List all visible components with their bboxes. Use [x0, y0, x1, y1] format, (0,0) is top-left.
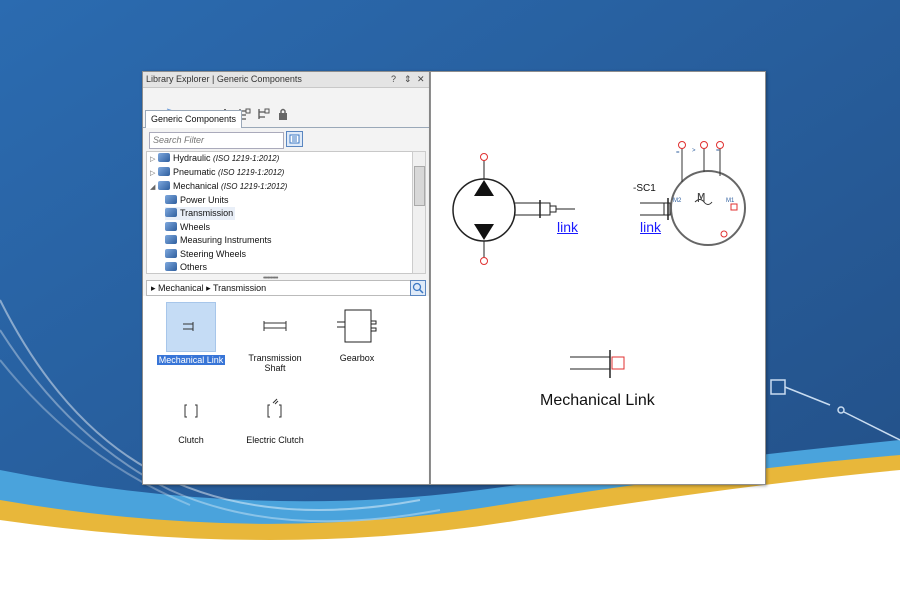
tree-item-measuring-instruments[interactable]: Measuring Instruments — [165, 234, 272, 247]
clutch-thumbnail — [167, 392, 215, 432]
transmission-shaft-symbol-icon — [263, 321, 287, 331]
tree-item-pneumatic[interactable]: ▷Pneumatic (ISO 1219-1:2012) — [150, 166, 284, 179]
panel-titlebar: Library Explorer | Generic Components ? … — [143, 72, 429, 88]
book-icon — [158, 181, 170, 190]
library-explorer-panel: Library Explorer | Generic Components ? … — [142, 71, 430, 485]
tree-item-power-units[interactable]: Power Units — [165, 194, 229, 207]
book-icon — [165, 222, 177, 231]
tree-item-wheels[interactable]: Wheels — [165, 221, 210, 234]
component-transmission-shaft[interactable]: Transmission Shaft — [235, 302, 315, 373]
transmission-shaft-thumbnail — [251, 302, 299, 350]
clutch-symbol-icon — [184, 404, 198, 418]
mechanical-link-caption: Mechanical Link — [540, 392, 655, 409]
schematic-drawing: = > = — [452, 141, 746, 378]
motor-letter: M — [697, 191, 706, 207]
chevron-right-icon[interactable]: ▸ — [151, 283, 156, 293]
link-left[interactable]: link — [557, 219, 579, 235]
chevron-right-icon[interactable]: ▸ — [206, 283, 211, 293]
tree-item-mechanical[interactable]: ◢Mechanical (ISO 1219-1:2012) — [150, 180, 287, 193]
scrollbar-thumb[interactable] — [414, 166, 425, 206]
tree-item-hydraulic[interactable]: ▷Hydraulic (ISO 1219-1:2012) — [150, 152, 279, 165]
splitter-grip[interactable]: •••••••••• — [263, 275, 278, 282]
library-tree: ▷Hydraulic (ISO 1219-1:2012) ▷Pneumatic … — [146, 151, 414, 274]
book-icon — [165, 262, 177, 271]
port-m1[interactable] — [730, 203, 738, 211]
gearbox-symbol-icon — [337, 309, 377, 343]
tree-scrollbar[interactable] — [412, 151, 426, 274]
hydraulic-motor-symbol[interactable] — [452, 153, 575, 265]
gearbox-thumbnail — [333, 302, 381, 350]
electric-clutch-thumbnail — [251, 392, 299, 432]
lock-icon[interactable] — [276, 107, 290, 121]
chevron-down-icon[interactable]: ◢ — [150, 184, 156, 191]
electric-clutch-symbol-icon — [267, 398, 282, 418]
tree-item-transmission[interactable]: Transmission — [165, 207, 236, 220]
tree-item-steering-wheels[interactable]: Steering Wheels — [165, 248, 246, 261]
motor-terminal-3[interactable] — [716, 141, 724, 149]
book-open-icon — [165, 208, 177, 217]
close-icon[interactable]: ✕ — [417, 74, 425, 84]
component-gallery: Mechanical Link Transmission Shaft Gearb… — [143, 296, 429, 484]
link-right[interactable]: link — [640, 219, 662, 235]
tab-generic-components[interactable]: Generic Components — [145, 110, 243, 128]
port-label-m2: M2 — [673, 198, 682, 204]
component-gearbox[interactable]: Gearbox — [317, 302, 397, 363]
svg-text:>: > — [692, 148, 696, 154]
tree-collapse-icon[interactable] — [257, 107, 271, 121]
electric-motor-symbol[interactable]: = > = — [640, 141, 746, 246]
port-bottom[interactable] — [480, 257, 488, 265]
chevron-right-icon[interactable]: ▷ — [150, 170, 156, 177]
book-icon — [158, 167, 170, 176]
motor-terminal-2[interactable] — [700, 141, 708, 149]
panel-title: Library Explorer | Generic Components — [146, 74, 302, 84]
mechanical-link-thumbnail — [166, 302, 216, 352]
drawing-canvas[interactable] — [430, 71, 766, 485]
help-icon[interactable]: ? — [391, 74, 397, 84]
chevron-right-icon[interactable]: ▷ — [150, 156, 156, 163]
book-icon — [165, 249, 177, 258]
book-icon — [158, 153, 170, 162]
library-toolbar — [143, 88, 429, 120]
motor-terminal-1[interactable] — [678, 141, 686, 149]
book-icon — [165, 235, 177, 244]
tree-item-others[interactable]: Others — [165, 261, 207, 273]
svg-text:=: = — [716, 148, 720, 154]
component-electric-clutch[interactable]: Electric Clutch — [235, 392, 315, 445]
search-icon[interactable] — [410, 280, 426, 296]
pin-icon[interactable]: ⇕ — [404, 74, 412, 84]
breadcrumb: ▸ Mechanical ▸ Transmission — [146, 280, 411, 296]
breadcrumb-item-mechanical[interactable]: Mechanical — [158, 283, 204, 293]
breadcrumb-item-transmission[interactable]: Transmission — [212, 283, 267, 293]
tab-strip — [143, 110, 429, 128]
component-clutch[interactable]: Clutch — [151, 392, 231, 445]
svg-text:=: = — [676, 150, 680, 156]
port-label-m1: M1 — [726, 198, 735, 204]
mechanical-link-preview[interactable] — [570, 350, 625, 378]
mechanical-link-symbol-icon — [183, 322, 194, 331]
book-icon — [165, 195, 177, 204]
component-tag-sc1: -SC1 — [633, 183, 656, 194]
port-top[interactable] — [480, 153, 488, 161]
search-input[interactable] — [149, 132, 284, 149]
filter-options-icon[interactable] — [286, 131, 303, 147]
component-mechanical-link[interactable]: Mechanical Link — [151, 302, 231, 365]
